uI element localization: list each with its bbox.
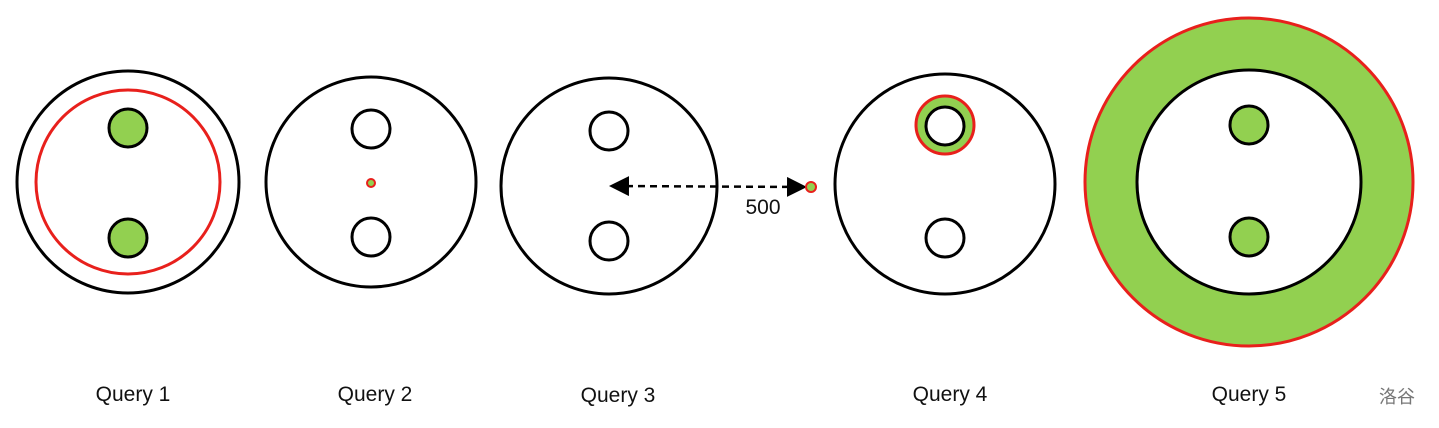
query-1-outer-circle	[15, 69, 241, 295]
query-1-label: Query 1	[96, 383, 171, 406]
watermark-text: 洛谷	[1379, 387, 1415, 408]
query-3-query-point	[805, 181, 817, 193]
query-2-hole-top	[350, 108, 392, 150]
query-4-outer-circle	[833, 72, 1057, 296]
query-1-hole-bottom	[107, 217, 149, 259]
query-2-query-point	[366, 178, 376, 188]
query-3-panel: 500 Query 3	[499, 76, 817, 407]
query-2-hole-bottom	[350, 216, 392, 258]
query-4-label: Query 4	[913, 383, 988, 406]
query-3-distance-arrow	[609, 176, 807, 197]
query-4-hole-bottom	[924, 217, 966, 259]
query-5-hole-bottom	[1228, 216, 1270, 258]
query-5-label: Query 5	[1212, 383, 1287, 406]
query-3-outer-circle	[499, 76, 719, 296]
query-2-label: Query 2	[338, 383, 413, 406]
query-5-outer-circle	[1135, 68, 1363, 296]
query-3-hole-top	[588, 110, 630, 152]
query-3-hole-bottom	[588, 220, 630, 262]
query-3-distance-label: 500	[745, 196, 780, 219]
query-4-panel: Query 4	[833, 72, 1057, 406]
query-5-hole-top	[1228, 104, 1270, 146]
query-3-label: Query 3	[581, 384, 656, 407]
query-5-panel: Query 5	[1083, 16, 1415, 406]
query-2-outer-circle	[264, 75, 478, 289]
query-1-panel: Query 1	[15, 69, 241, 406]
query-1-query-circle	[34, 88, 222, 276]
query-2-panel: Query 2	[264, 75, 478, 406]
query-4-hole-top	[924, 105, 966, 147]
query-1-hole-top	[107, 107, 149, 149]
